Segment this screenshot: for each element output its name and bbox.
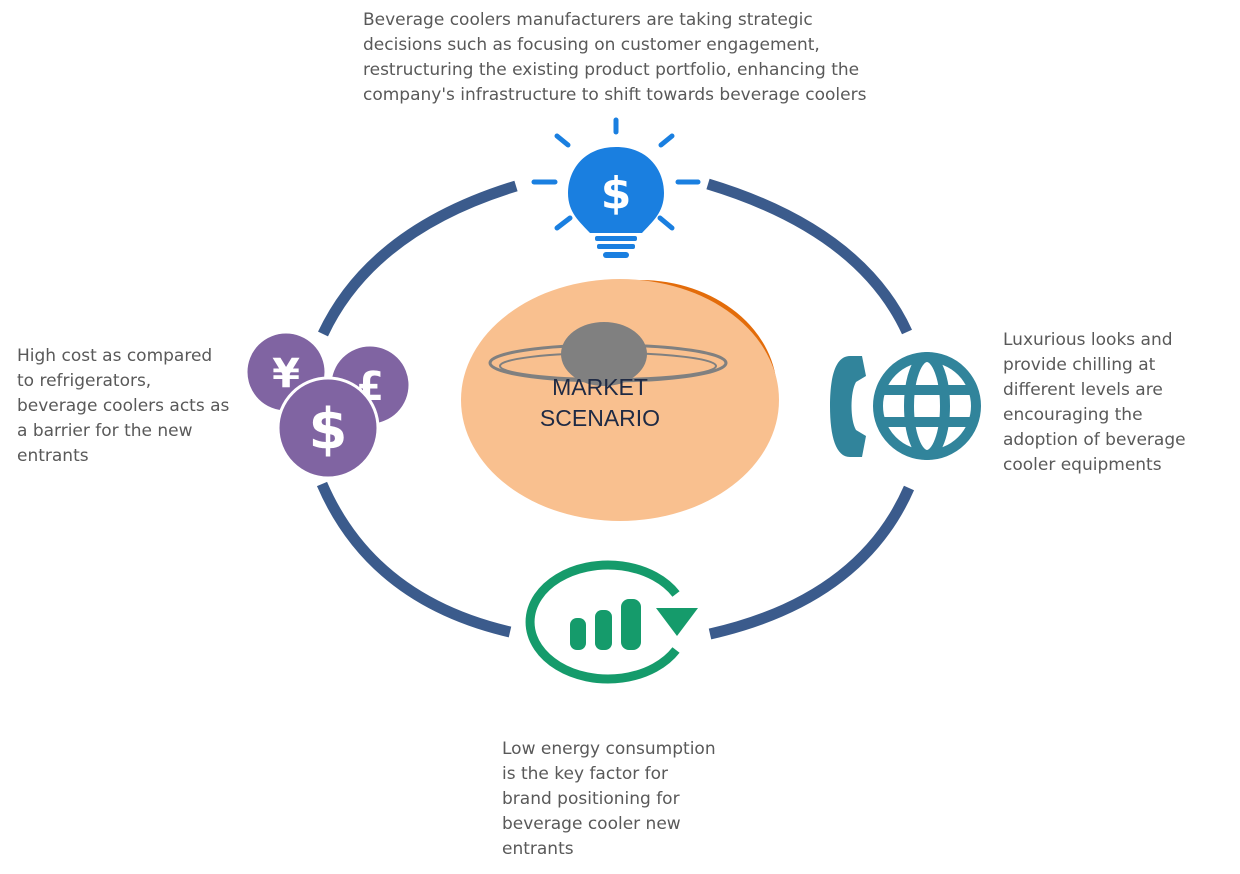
market-scenario-graphic — [461, 279, 779, 521]
note-strategic-decisions: Beverage coolers manufacturers are takin… — [363, 10, 867, 105]
dollar-coin-glyph: $ — [309, 397, 348, 462]
phone-globe-icon — [830, 352, 981, 460]
ring-arc-top-left — [318, 180, 518, 337]
center-ellipse — [461, 279, 779, 521]
note-low-energy-consumption: Low energy consumption is the key factor… — [502, 739, 716, 859]
bulb-dollar-glyph: $ — [601, 168, 632, 219]
ring-arc-top-right — [706, 178, 912, 335]
note-high-cost-barrier: High cost as compared to refrigerators, … — [17, 346, 230, 466]
lightbulb-dollar-icon: $ — [531, 117, 701, 258]
ring-arc-bottom-left — [316, 481, 512, 638]
growth-chart-cycle-icon — [525, 560, 698, 684]
note-luxurious-looks: Luxurious looks and provide chilling at … — [1003, 330, 1186, 475]
center-label: MARKET SCENARIO — [539, 374, 661, 431]
cycle-ring — [316, 178, 915, 640]
ring-arc-bottom-right — [708, 485, 915, 640]
planet-icon — [488, 322, 728, 386]
currency-coins-icon: ¥ £ $ — [244, 330, 412, 480]
